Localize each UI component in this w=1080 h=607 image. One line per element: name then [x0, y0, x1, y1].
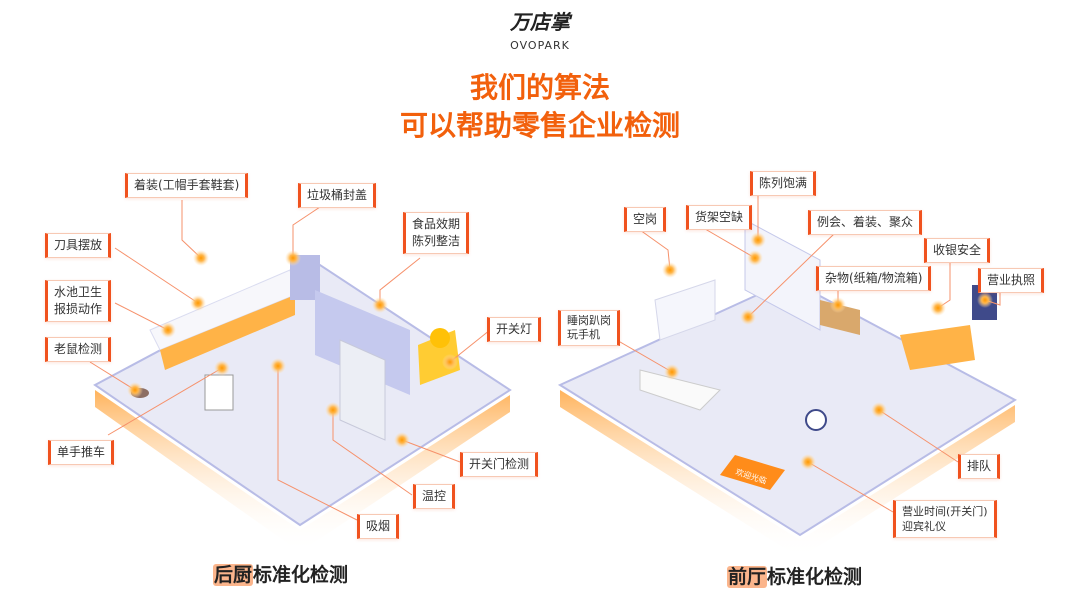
leader-line	[277, 366, 358, 521]
leader-line	[747, 232, 836, 318]
label-knife-placement: 刀具摆放	[45, 233, 112, 258]
front-platform: 欢迎光临	[557, 219, 1017, 558]
leader-line	[114, 302, 169, 331]
label-display-full: 陈列饱满	[750, 171, 817, 196]
kitchen-platform	[93, 255, 512, 552]
detection-point	[740, 309, 756, 325]
detection-point	[871, 402, 887, 418]
label-shelf-gap: 货架空缺	[686, 205, 753, 230]
label-rat-detection: 老鼠检测	[45, 337, 112, 362]
label-meeting-attire: 例会、着装、聚众	[808, 210, 923, 235]
label-queue: 排队	[958, 454, 1001, 479]
leader-line	[332, 410, 413, 496]
leader-line	[89, 361, 136, 391]
detection-point	[747, 250, 763, 266]
label-food-expiry: 食品效期 陈列整洁	[403, 212, 470, 254]
detection-point	[372, 297, 388, 313]
label-temperature: 温控	[413, 484, 456, 509]
detection-point	[977, 292, 993, 308]
leader-line	[107, 367, 223, 436]
front-section-title: 前厅标准化检测	[727, 566, 863, 588]
headline-line2: 可以帮助零售企业检测	[399, 109, 680, 142]
label-smoking: 吸烟	[357, 514, 400, 539]
headline-line1: 我们的算法	[469, 71, 610, 104]
detection-point	[270, 358, 286, 374]
leader-line	[379, 257, 421, 305]
leader-line	[114, 247, 199, 304]
detection-point	[285, 250, 301, 266]
label-one-hand-cart: 单手推车	[48, 440, 115, 465]
leader-line	[807, 461, 894, 513]
label-vacant-post: 空岗	[624, 207, 667, 232]
leader-line	[181, 200, 202, 259]
logo-subtitle: OVOPARK	[510, 39, 570, 52]
label-business-license: 营业执照	[978, 268, 1045, 293]
leader-line	[292, 206, 321, 258]
detection-point	[662, 262, 678, 278]
detection-point	[214, 360, 230, 376]
kitchen-section-title: 后厨标准化检测	[213, 564, 349, 586]
leader-line	[699, 225, 756, 259]
detection-point	[664, 364, 680, 380]
leader-line	[878, 409, 959, 463]
label-sink-hygiene: 水池卫生 报损动作	[45, 280, 112, 322]
label-attire: 着装(工帽手套鞋套)	[125, 173, 249, 198]
detection-point	[193, 250, 209, 266]
detection-point	[190, 295, 206, 311]
detection-point	[325, 402, 341, 418]
detection-point	[442, 354, 458, 370]
detection-point	[930, 300, 946, 316]
label-door-detection: 开关门检测	[460, 452, 539, 477]
detection-point	[830, 297, 846, 313]
label-clutter: 杂物(纸箱/物流箱)	[816, 266, 932, 291]
detection-points	[127, 232, 993, 470]
label-trash-lid: 垃圾桶封盖	[298, 183, 377, 208]
label-cashier-safety: 收银安全	[924, 238, 991, 263]
leader-line	[401, 439, 461, 463]
leader-lines	[89, 193, 1001, 521]
logo-name: 万店掌	[510, 10, 570, 34]
leader-line	[449, 329, 491, 363]
label-sleeping-phone: 睡岗趴岗 玩手机	[558, 310, 620, 346]
label-hours-greeting: 营业时间(开关门) 迎宾礼仪	[893, 500, 997, 538]
detection-point	[394, 432, 410, 448]
label-light-switch: 开关灯	[487, 317, 542, 342]
detection-point	[750, 232, 766, 248]
detection-point	[160, 322, 176, 338]
detection-point	[127, 382, 143, 398]
detection-point	[800, 454, 816, 470]
